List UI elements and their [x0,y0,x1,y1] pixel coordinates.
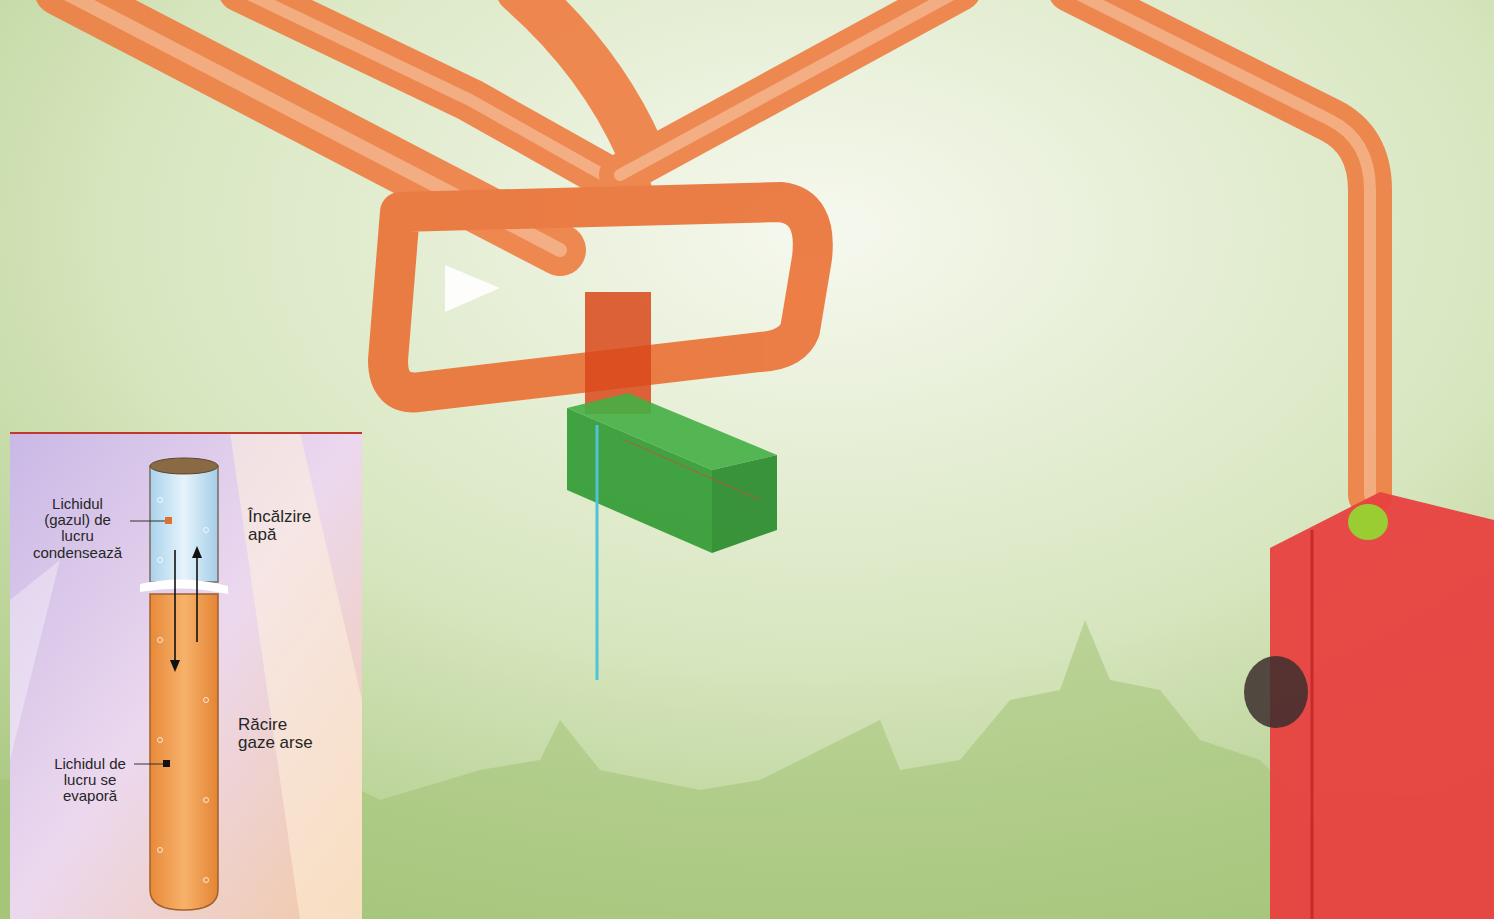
callout-label: Lichidul de lucru se evaporă [50,756,130,805]
callout-label: Lichidul (gazul) de lucru condensează [30,496,125,561]
callout-label: Încălzire apă [248,508,338,545]
pipes [60,0,1370,495]
flow-arrow [445,265,500,312]
callout-label: Răcire gaze arse [238,716,323,753]
water-stream [596,425,599,680]
heat-pipe-inset [10,432,362,919]
red-box [1244,492,1494,919]
